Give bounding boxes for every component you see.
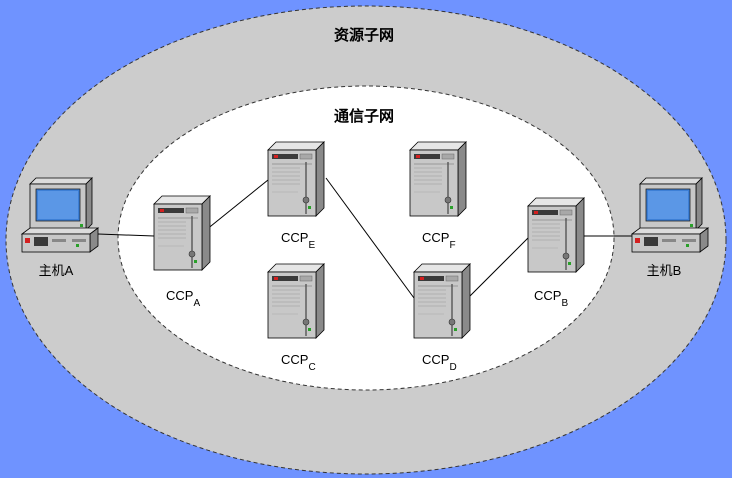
ccp-f-label: CCPF — [422, 230, 456, 251]
link-ccp-d-ccp-b — [469, 237, 529, 297]
link-ccp-e-ccp-d — [325, 177, 415, 299]
host-b-computer-icon — [631, 177, 709, 253]
host-a-label: 主机A — [39, 263, 74, 278]
ccp-a-server-icon — [153, 195, 211, 271]
ccp-e-server-icon — [267, 141, 325, 217]
ccp-c-server-icon — [267, 263, 325, 339]
ccp-f: CCPF — [409, 141, 467, 251]
link-ccp-a-ccp-e — [205, 179, 269, 231]
ccp-f-server-icon — [409, 141, 467, 217]
ccp-b: CCPB — [527, 197, 585, 309]
resource-subnet-title: 资源子网 — [334, 26, 394, 44]
ccp-e: CCPE — [267, 141, 325, 251]
ccp-d-server-icon — [413, 263, 471, 339]
host-a: 主机A — [21, 177, 99, 278]
communication-subnet-region — [117, 85, 615, 391]
ccp-d-label: CCPD — [422, 352, 457, 373]
host-b-label: 主机B — [647, 263, 682, 278]
ccp-b-server-icon — [527, 197, 585, 273]
ccp-a-label: CCPA — [166, 288, 200, 309]
ccp-c: CCPC — [267, 263, 325, 373]
host-a-computer-icon — [21, 177, 99, 253]
ccp-c-label: CCPC — [281, 352, 316, 373]
ccp-a: CCPA — [153, 195, 211, 309]
links-layer — [97, 177, 632, 299]
host-b: 主机B — [631, 177, 709, 278]
link-host-a-ccp-a — [97, 233, 155, 237]
communication-subnet-title: 通信子网 — [334, 107, 394, 125]
ccp-b-label: CCPB — [534, 288, 568, 309]
ccp-d: CCPD — [413, 263, 471, 373]
ccp-e-label: CCPE — [281, 230, 315, 251]
